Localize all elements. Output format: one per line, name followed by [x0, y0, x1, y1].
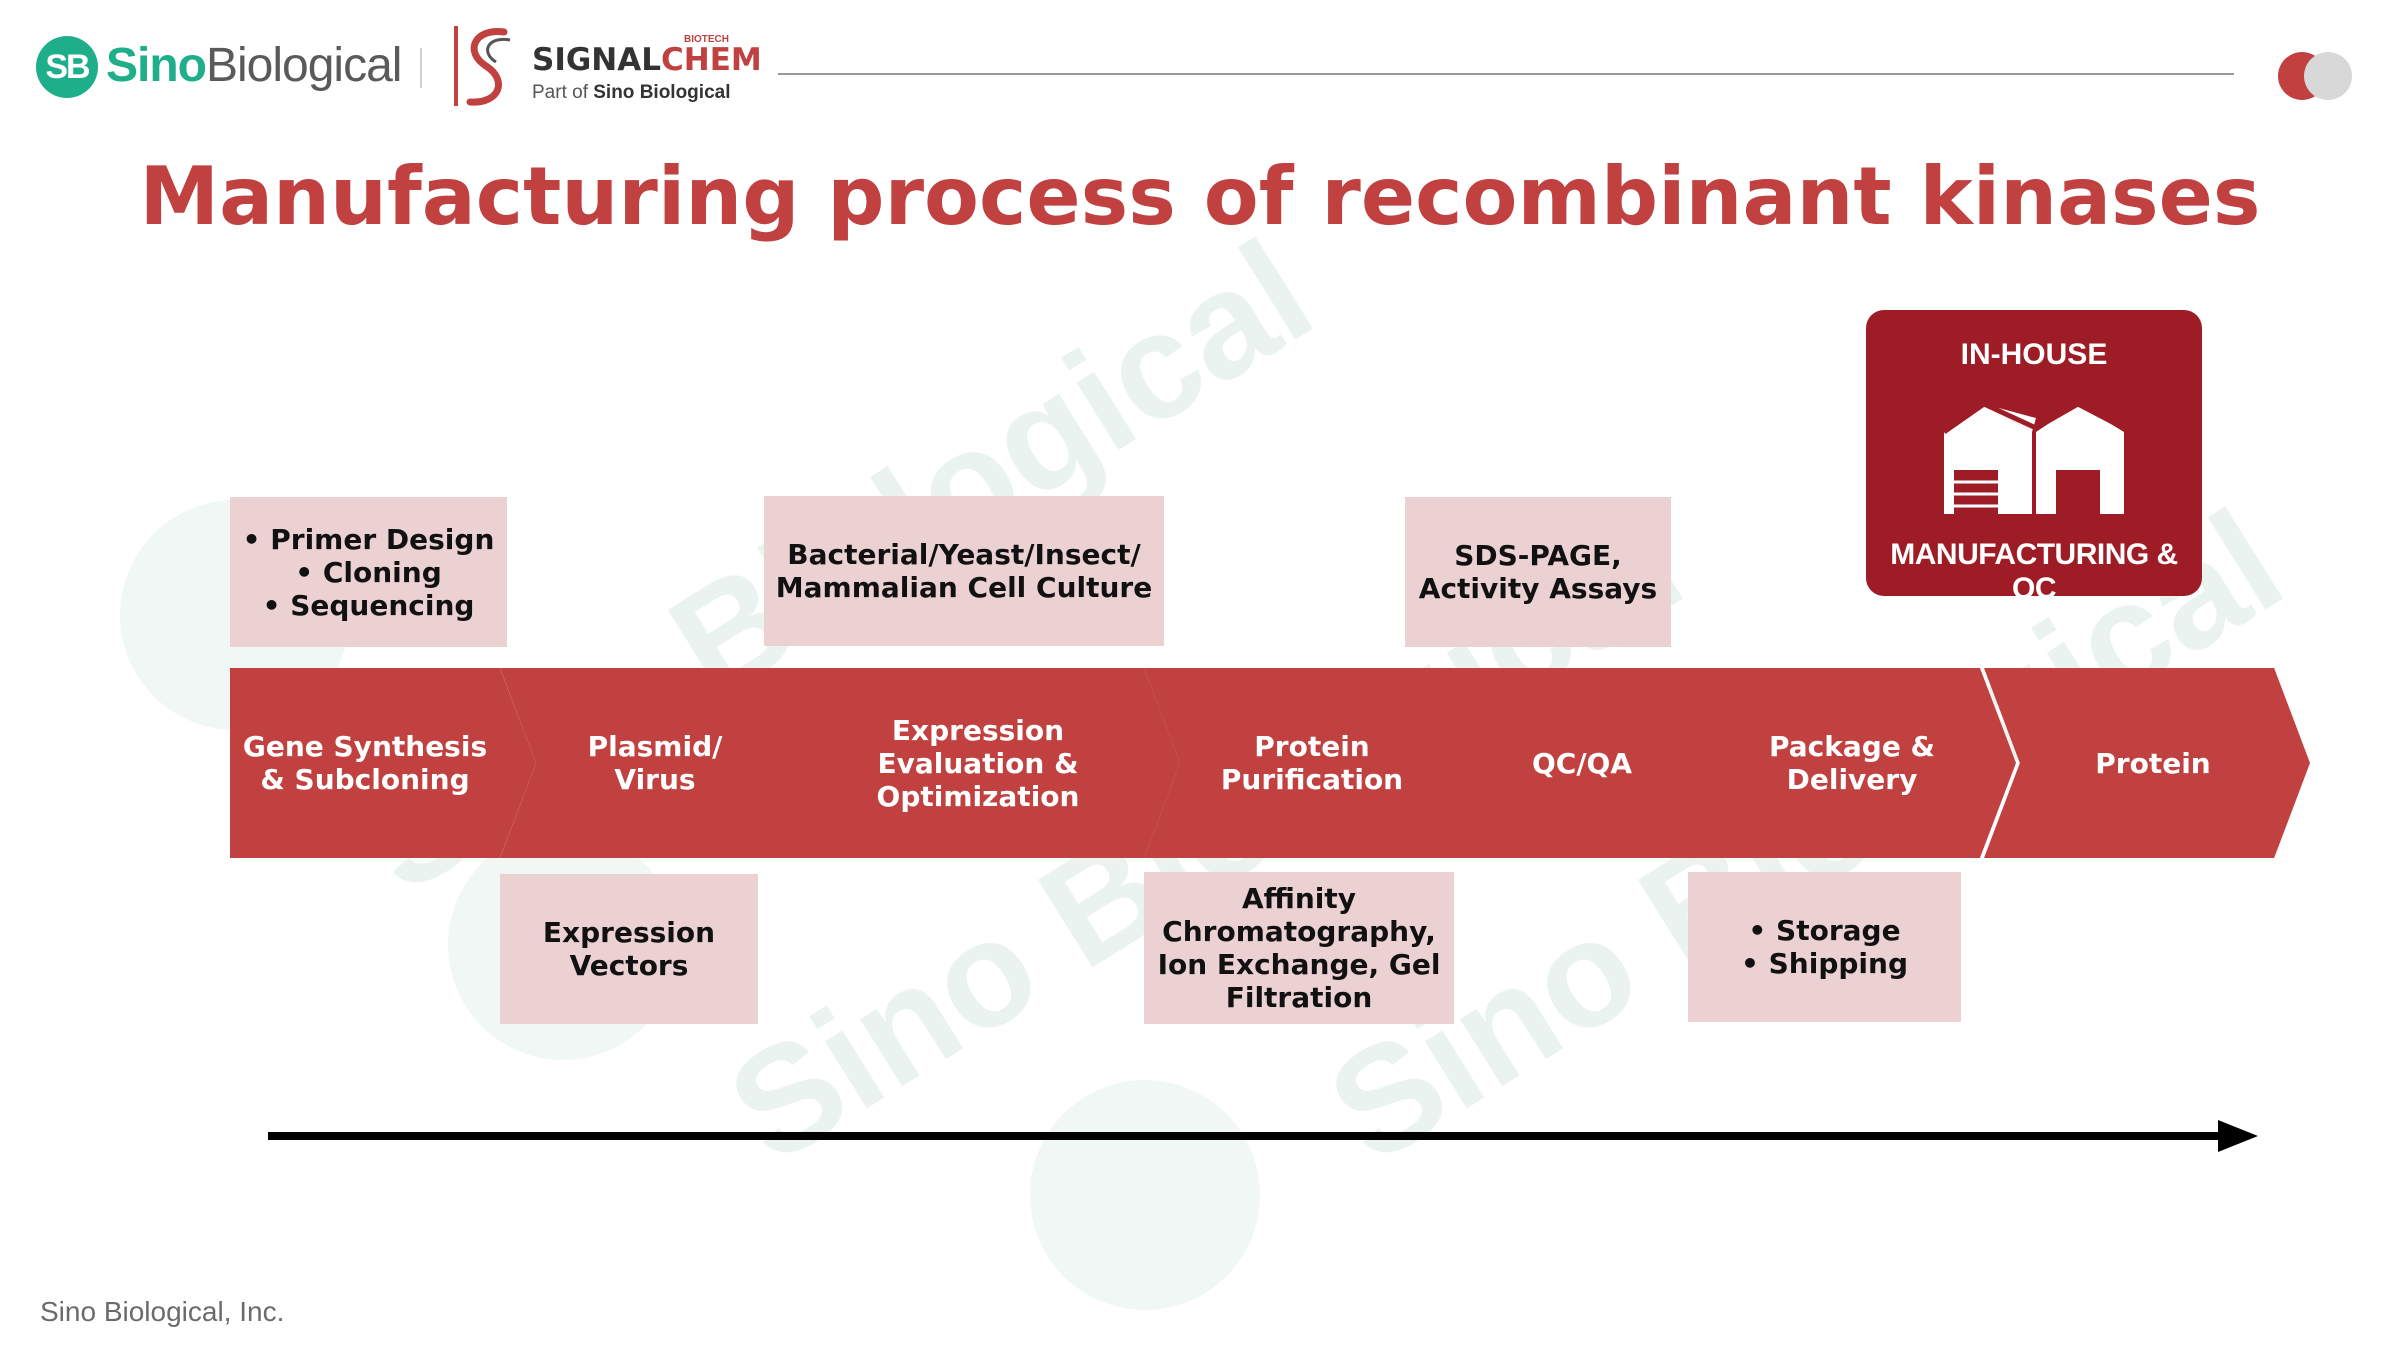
note-line: Vectors: [569, 949, 689, 982]
note-storage-shipping: • Storage • Shipping: [1688, 872, 1961, 1022]
step-line: Purification: [1220, 763, 1404, 796]
note-line: SDS-PAGE,: [1454, 539, 1622, 572]
timeline-arrow-icon: [268, 1120, 2258, 1152]
signalchem-biotech: BIOTECH: [684, 34, 729, 45]
step-line: Expression: [891, 713, 1065, 747]
signalchem-logo-icon: [454, 26, 511, 106]
sino-brand: SinoBiological: [106, 38, 402, 93]
note-line: • Shipping: [1740, 947, 1908, 980]
step-line: Plasmid/: [587, 730, 723, 763]
note-line: Filtration: [1225, 981, 1373, 1014]
signalchem-subtitle: Part of Sino Biological: [532, 82, 730, 104]
sino-brand-light: Biological: [206, 39, 402, 92]
step-package-delivery: Package &Delivery: [1688, 668, 2016, 858]
sino-brand-bold: Sino: [106, 39, 207, 92]
note-line: Chromatography,: [1162, 915, 1436, 948]
step-line: Optimization: [876, 779, 1080, 813]
step-gene-synthesis: Gene Synthesis& Subcloning: [230, 668, 536, 858]
toggle-icon: [2270, 50, 2360, 102]
note-line: • Sequencing: [262, 588, 475, 622]
step-line: Gene Synthesis: [242, 730, 488, 763]
step-line: Protein: [2095, 746, 2211, 780]
note-line: • Cloning: [295, 555, 442, 589]
signalchem-signal: SIGNAL: [532, 42, 661, 78]
signalchem-sub-prefix: Part of: [532, 82, 594, 103]
header: SB SinoBiological BIOTECH SIGNALCHEM Par…: [0, 0, 2400, 140]
note-purification-methods: Affinity Chromatography, Ion Exchange, G…: [1144, 872, 1454, 1024]
note-expression-vectors: Expression Vectors: [500, 874, 758, 1024]
page-title: Manufacturing process of recombinant kin…: [139, 150, 2261, 243]
note-line: Bacterial/Yeast/Insect/: [787, 538, 1141, 571]
step-line: Protein: [1254, 730, 1370, 763]
note-line: Ion Exchange, Gel: [1157, 948, 1441, 981]
note-assays: SDS-PAGE, Activity Assays: [1405, 497, 1671, 647]
note-line: Mammalian Cell Culture: [775, 571, 1153, 604]
note-line: Activity Assays: [1418, 572, 1658, 605]
signalchem-sub-bold: Sino Biological: [593, 82, 731, 103]
step-line: Package &: [1769, 730, 1935, 763]
sino-logo-mark: SB: [36, 36, 98, 98]
signalchem-chem: CHEM: [661, 42, 762, 78]
note-line: Affinity: [1241, 882, 1357, 915]
step-line: Evaluation &: [877, 746, 1079, 780]
step-qc-qa: QC/QA: [1436, 668, 1728, 858]
step-plasmid-virus: Plasmid/Virus: [500, 668, 816, 858]
watermark-circle: [1030, 1080, 1260, 1310]
inhouse-badge: IN-HOUSE MANUFACTURING & QC: [1866, 310, 2202, 605]
footer-company: Sino Biological, Inc.: [40, 1296, 285, 1327]
header-rule: [778, 73, 2234, 75]
step-line: & Subcloning: [260, 763, 470, 796]
signalchem-name: SIGNALCHEM: [532, 42, 762, 78]
factory-icon: [1944, 401, 2124, 514]
note-line: Expression: [542, 916, 716, 949]
badge-bottom-label: MANUFACTURING & QC: [1890, 538, 2178, 605]
logo-divider: [420, 48, 422, 88]
step-line: Virus: [614, 763, 696, 796]
note-cell-culture: Bacterial/Yeast/Insect/ Mammalian Cell C…: [764, 496, 1164, 646]
note-gene-synthesis: • Primer Design • Cloning • Sequencing: [230, 497, 507, 647]
step-protein: Protein: [1984, 668, 2310, 858]
note-line: • Primer Design: [242, 522, 495, 556]
badge-top-label: IN-HOUSE: [1960, 338, 2108, 371]
step-line: QC/QA: [1531, 746, 1633, 780]
note-line: • Storage: [1748, 914, 1901, 947]
step-line: Delivery: [1786, 763, 1918, 796]
